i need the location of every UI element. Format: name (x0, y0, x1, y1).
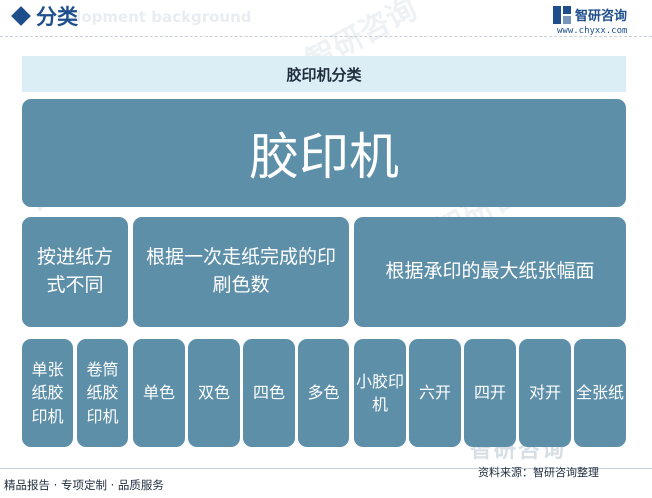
diamond-icon (11, 6, 31, 26)
leaf-node: 全张纸 (574, 339, 626, 447)
page-title: 分类 (36, 5, 78, 29)
footer-tagline: 精品报告 · 专项定制 · 品质服务 (4, 478, 164, 492)
category-node-paper-size: 根据承印的最大纸张幅面 (354, 217, 626, 327)
leaf-node: 单张纸胶印机 (22, 339, 73, 447)
leaf-node: 四开 (464, 339, 516, 447)
brand-url: www.chyxx.com (557, 26, 628, 36)
leaf-node: 四色 (243, 339, 295, 447)
footer-divider (0, 468, 652, 469)
brand-name: 智研咨询 (575, 9, 628, 24)
brand-mark-icon (553, 5, 571, 24)
leaf-node: 小胶印机 (354, 339, 406, 447)
tree-root-node: 胶印机 (22, 99, 626, 207)
header-divider (0, 36, 652, 37)
diagram-title: 胶印机分类 (286, 65, 362, 84)
source-note: 资料来源：智研咨询整理 (478, 466, 599, 479)
leaf-node: 双色 (188, 339, 240, 447)
leaf-node: 多色 (298, 339, 349, 447)
leaf-node: 卷筒纸胶印机 (77, 339, 128, 447)
leaf-node: 六开 (409, 339, 461, 447)
diagram-banner: 胶印机分类 (22, 56, 626, 92)
leaf-node: 对开 (519, 339, 571, 447)
category-node-color-count: 根据一次走纸完成的印刷色数 (133, 217, 349, 327)
brand-logo: 智研咨询 (553, 5, 627, 24)
leaf-node: 单色 (133, 339, 185, 447)
header-subtitle: elopment background (66, 8, 252, 26)
category-node-feed-method: 按进纸方式不同 (22, 217, 128, 327)
